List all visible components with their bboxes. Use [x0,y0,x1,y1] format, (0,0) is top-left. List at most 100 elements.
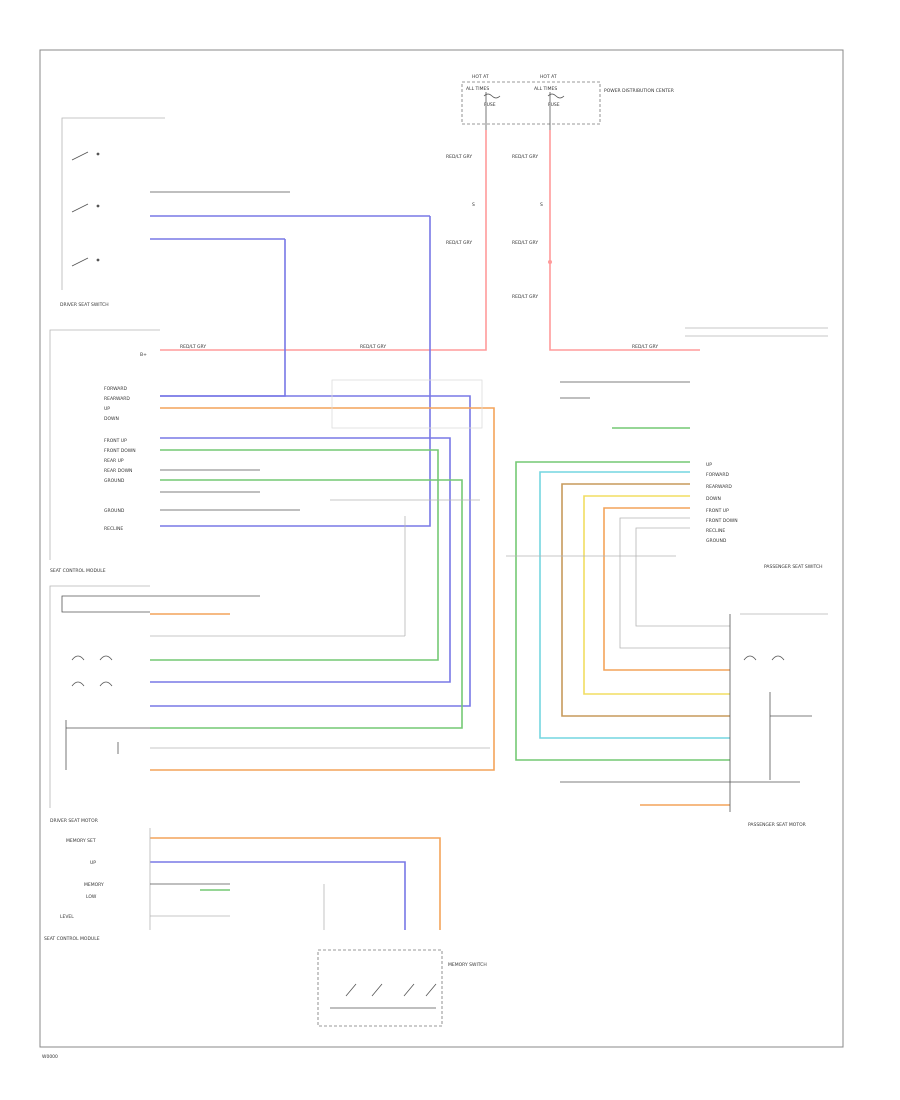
red-wire-left [160,130,487,351]
driver-pin-2: FORWARD [104,386,127,392]
passenger-motor-caption: PASSENGER SEAT MOTOR [748,822,806,828]
red-wire-tag-3: RED/LT GRY [446,240,472,246]
red-wire-right [549,130,700,351]
switch-lever-3 [71,257,89,267]
driver-pin-10: GROUND [104,478,125,484]
switch-lever-2 [71,203,89,213]
orange-wires [150,407,730,930]
left-fuse-amp: HOT AT [472,74,489,80]
footer-code: W0000 [42,1054,58,1060]
orange-switch-wire [603,507,730,671]
memory-pin-1: MEMORY SET [66,838,96,844]
memory-pin-3: MEMORY [84,882,104,888]
orange-wire-top [150,407,495,771]
cyan-wire [539,471,730,739]
driver-pin-9: REAR DOWN [104,468,132,474]
passenger-motor-symbol [743,655,785,661]
right-fuse-state: ALL TIMES [534,86,557,92]
grey-switch-wire-2 [635,527,730,627]
driver-module: SEAT CONTROL MODULE B+ FORWARD REARWARD … [49,329,483,574]
driver-motor-bracket [49,585,150,808]
driver-seat-motor: DRIVER SEAT MOTOR [49,516,490,824]
driver-pin-4: UP [104,406,110,412]
fuse-box-label: POWER DISTRIBUTION CENTER [604,88,674,94]
red-wire-tag-7: RED/LT GRY [360,344,386,350]
driver-connector-block [331,379,483,429]
driver-module-bracket [49,329,160,560]
blue-wire-mid [150,437,451,683]
red-wire-tag-4: RED/LT GRY [512,240,538,246]
memory-switch-contact-3 [403,983,415,997]
green-wire-1 [150,449,439,661]
switch-contact-1 [96,152,100,156]
grey-switch-wire-1 [619,517,730,649]
right-switch-pin-1: UP [706,462,712,468]
driver-module-caption: SEAT CONTROL MODULE [50,568,106,574]
driver-pin-3: REARWARD [104,396,130,402]
red-power-wires: RED/LT GRY RED/LT GRY RED/LT GRY RED/LT … [160,130,700,351]
red-splice-label-2: S [540,202,543,208]
right-switch-pin-7: RECLINE [706,528,725,534]
diagram-frame [39,49,844,1048]
driver-motor-symbol-1 [71,655,113,661]
right-switch-pin-2: FORWARD [706,472,729,478]
red-wire-tag-5: RED/LT GRY [512,294,538,300]
switch-bracket [61,117,165,290]
fuse-box: HOT AT ALL TIMES FUSE HOT AT ALL TIMES F… [461,74,674,130]
red-splice-label-1: S [472,202,475,208]
driver-motor-loop-1 [61,595,150,613]
right-switch-wires [539,471,730,739]
blue-wire-inner [160,239,286,397]
memory-pin-4: LOW [86,894,97,900]
driver-pin-11: GROUND [104,508,125,514]
passenger-seat-motor: PASSENGER SEAT MOTOR [560,613,828,828]
yellow-wire [583,495,730,695]
blue-wire-bottom [150,861,406,930]
driver-pin-7: FRONT DOWN [104,448,136,454]
right-switch-pin-6: FRONT DOWN [706,518,738,524]
switch-contact-2 [96,204,100,208]
right-fuse-amp: HOT AT [540,74,557,80]
red-wire-tag-1: RED/LT GRY [446,154,472,160]
switch-contact-3 [96,258,100,262]
right-switch-pin-8: GROUND [706,538,727,544]
memory-switch-caption: MEMORY SWITCH [448,962,487,968]
memory-pin-5: LEVEL [60,914,74,920]
red-wire-tag-2: RED/LT GRY [512,154,538,160]
right-fuse-name: FUSE [548,102,560,108]
green-wire-2 [150,479,463,729]
memory-pin-2: UP [90,860,96,866]
memory-switch-contact-1 [345,983,357,997]
right-switch-pin-5: FRONT UP [706,508,729,514]
memory-switch-outline [317,949,443,1027]
green-wires [150,427,730,891]
driver-motor-symbol-2 [71,681,113,687]
driver-pin-1: B+ [140,352,147,358]
left-fuse-state: ALL TIMES [466,86,489,92]
right-switch-pin-4: DOWN [706,496,721,502]
blue-wire-forward [150,395,471,707]
red-splice-dot [548,260,552,264]
driver-seat-switch: DRIVER SEAT SWITCH [60,117,430,308]
blue-wires [150,216,471,930]
driver-switch-caption: DRIVER SEAT SWITCH [60,302,109,308]
red-wire-tag-6: RED/LT GRY [180,344,206,350]
memory-switch-contact-2 [371,983,383,997]
switch-lever-1 [71,151,89,161]
right-fuse-element [547,93,565,99]
memory-module-caption: SEAT CONTROL MODULE [44,936,100,942]
driver-pin-6: FRONT UP [104,438,127,444]
right-switch-caption: PASSENGER SEAT SWITCH [764,564,823,570]
brown-wire [561,483,730,717]
memory-module: SEAT CONTROL MODULE MEMORY SET UP MEMORY… [44,828,487,1027]
green-wire-3 [515,461,730,761]
driver-pin-5: DOWN [104,416,119,422]
red-wire-tag-8: RED/LT GRY [632,344,658,350]
driver-pin-12: RECLINE [104,526,123,532]
blue-wire-outer [160,216,431,527]
driver-motor-caption: DRIVER SEAT MOTOR [50,818,98,824]
driver-pin-8: REAR UP [104,458,124,464]
right-middle-area: UP FORWARD REARWARD DOWN FRONT UP FRONT … [506,327,828,570]
orange-wire-bottom [150,837,441,930]
